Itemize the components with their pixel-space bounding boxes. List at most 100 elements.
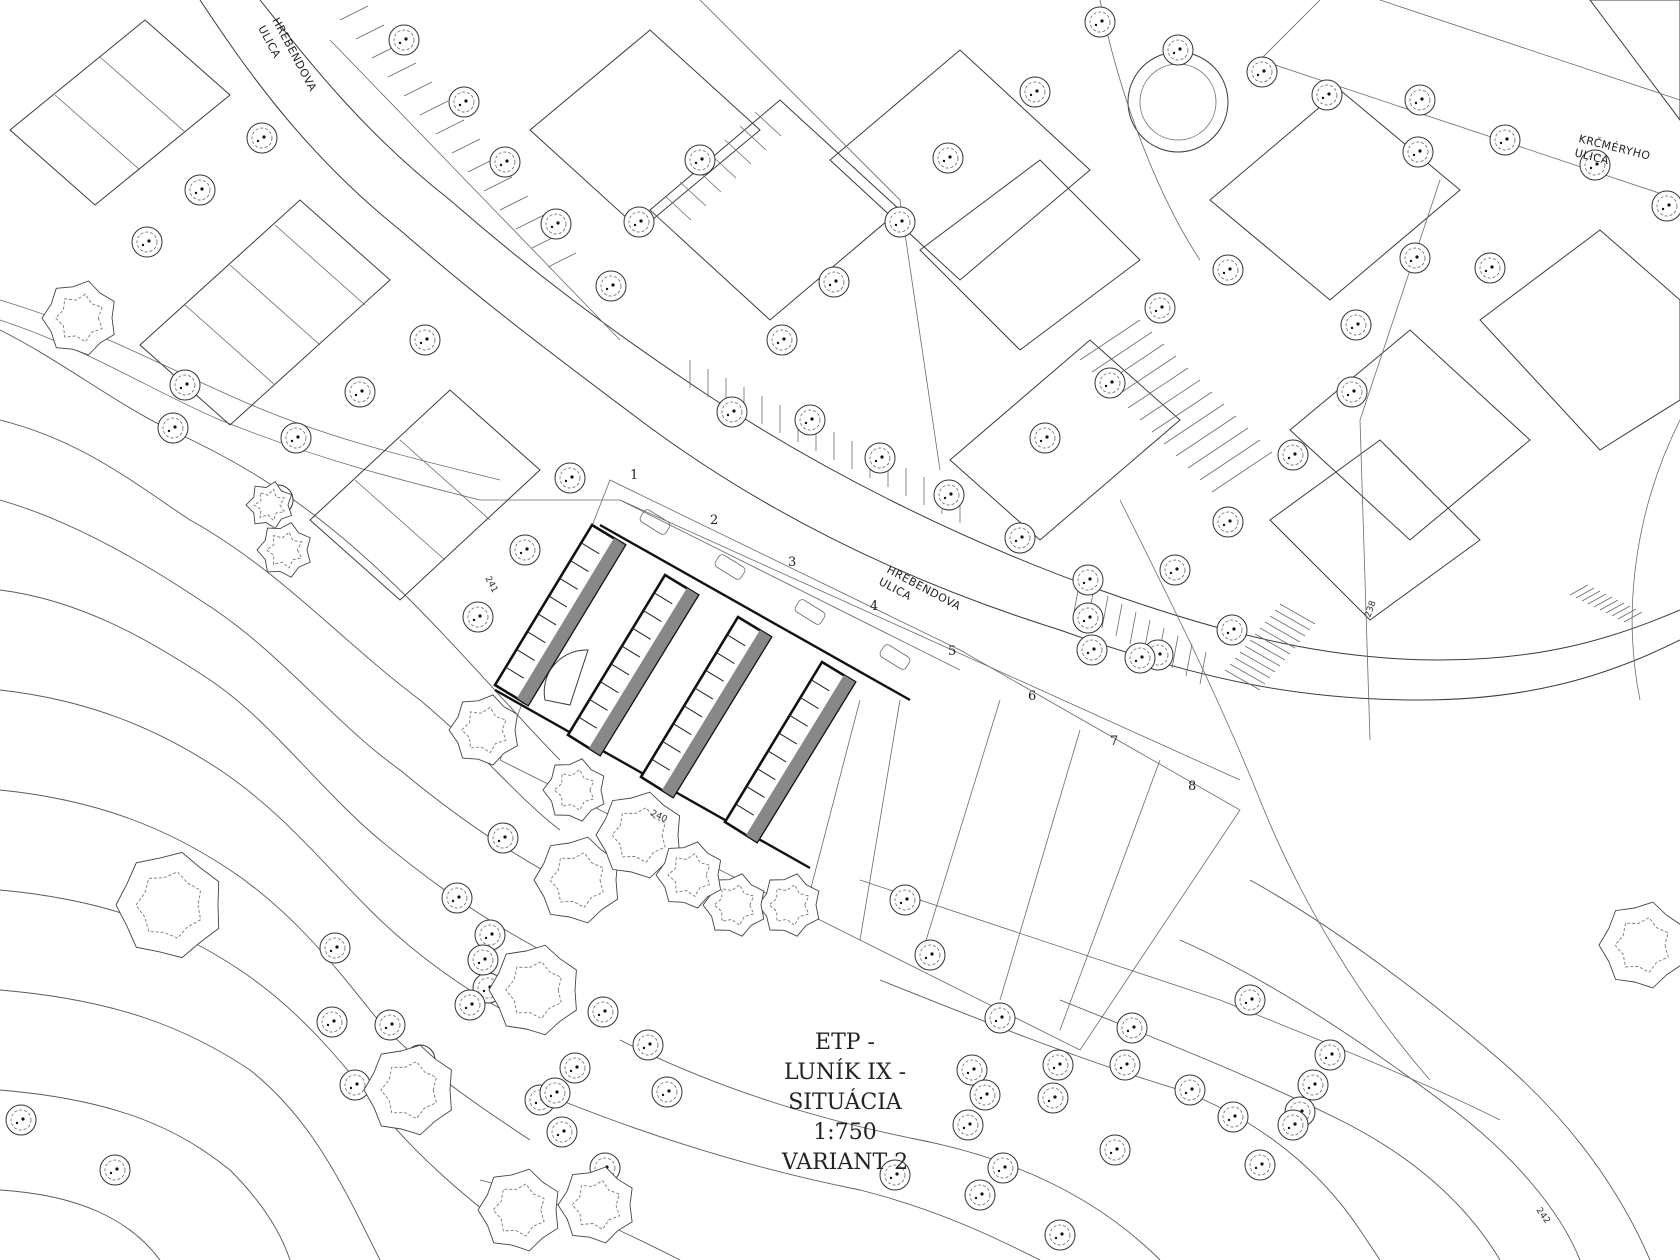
tree-icon (1037, 1082, 1069, 1114)
unit-wall (578, 716, 598, 729)
tree-icon (1399, 242, 1431, 274)
unit-wall (767, 750, 787, 763)
parking-stripe (1151, 391, 1213, 433)
tree-icon (984, 1002, 1016, 1034)
tree-icon (1044, 1219, 1076, 1251)
title-line-2: LUNÍK IX - (783, 1060, 907, 1085)
elevation-label: 241 (482, 575, 499, 595)
unit-wall (673, 723, 692, 736)
tree-icon (1072, 564, 1104, 596)
tree-icon (409, 324, 441, 356)
tree-icon (374, 1009, 406, 1041)
large-tree-icon (542, 758, 605, 822)
tree-icon (879, 1159, 911, 1191)
unit-wall (746, 786, 765, 798)
large-tree-icon (1598, 901, 1680, 989)
existing-buildings (9, 0, 1680, 1081)
unit-wall (621, 645, 641, 658)
tree-icon (559, 1052, 591, 1084)
parking-stalls (339, 5, 1273, 685)
parking-stripe (754, 111, 782, 137)
elevation-label: 242 (1534, 1206, 1552, 1226)
parking-stripe (1101, 595, 1109, 629)
tree-icon (684, 144, 716, 176)
tree-icon (1311, 79, 1343, 111)
tree-icon (1162, 34, 1194, 66)
tree-icon (131, 226, 163, 258)
tree-icon (441, 882, 473, 914)
parcel-number: 8 (1188, 779, 1196, 794)
tree-icon (864, 442, 896, 474)
unit-wall (632, 627, 651, 640)
tree-icon (344, 376, 376, 408)
parking-stripe (1115, 355, 1177, 397)
tree-icon (587, 996, 619, 1028)
unit-wall (778, 732, 798, 745)
crosswalk-stripe (1575, 587, 1595, 599)
crosswalk-stripe (1249, 639, 1286, 661)
unit-wall (662, 741, 681, 753)
tree-icon (539, 1077, 571, 1109)
crosswalk-stripe (1239, 651, 1276, 673)
unit-wall (580, 542, 600, 555)
tree-icon (448, 86, 480, 118)
crosswalk-stripe (1229, 663, 1266, 685)
proposed-site (493, 479, 1241, 1051)
crosswalk-stripe (1617, 608, 1637, 620)
title-line-1: ETP - (815, 1030, 875, 1055)
tree-icon (969, 1079, 1001, 1111)
parking-stripe (483, 176, 513, 192)
tree-icon (964, 1179, 996, 1211)
tree-icon (1084, 6, 1116, 38)
title-block: ETP - LUNÍK IX - SITUÁCIA 1:750 VARIANT … (745, 1028, 945, 1178)
parking-stripe (1185, 643, 1193, 677)
unit-wall (726, 634, 746, 647)
tree-icon (952, 1109, 984, 1141)
parcel-number: 1 (630, 468, 638, 483)
parking-stripe (1127, 367, 1189, 409)
unit-wall (683, 705, 703, 718)
tree-icon (651, 1076, 683, 1108)
parking-stripe (435, 119, 465, 135)
unit-wall (516, 649, 535, 661)
tree-icon (1094, 367, 1126, 399)
parking-stripe (1129, 611, 1137, 645)
tree-icon (595, 270, 627, 302)
tree-icon (554, 462, 586, 494)
parking-stripe (1139, 379, 1201, 421)
tree-icon (956, 1054, 988, 1086)
housing-units (493, 523, 857, 844)
tree-icon (794, 404, 826, 436)
parking-stripe (1171, 635, 1179, 669)
tree-icon (1019, 76, 1051, 108)
parking-stripe (664, 195, 692, 221)
large-tree-icon (477, 1168, 559, 1252)
large-tree-icon (448, 694, 518, 766)
unit-wall (653, 592, 673, 605)
tree-icon (766, 324, 798, 356)
tree-icon (1099, 1134, 1131, 1166)
tree-icon (1314, 1039, 1346, 1071)
crosswalk-stripe (1244, 645, 1281, 667)
tree-icon (1246, 56, 1278, 88)
tree-icon (716, 396, 748, 428)
crosswalk-stripe (1569, 584, 1589, 596)
tree-icon (1159, 554, 1191, 586)
unit-wall (810, 679, 830, 692)
parcel-number: 2 (710, 513, 718, 528)
tree-icon (99, 1154, 131, 1186)
tree-icon (1116, 1012, 1148, 1044)
large-tree-icon (655, 841, 722, 909)
crosswalk-stripe (1234, 657, 1271, 679)
crosswalk-stripe (1623, 611, 1643, 623)
tree-icon (987, 1152, 1019, 1184)
tree-icon (1297, 1069, 1329, 1101)
large-tree-icon (757, 873, 820, 937)
tree-icon (246, 122, 278, 154)
tree-icon (1109, 1049, 1141, 1081)
tree-icon (1336, 376, 1368, 408)
unit-wall (527, 631, 546, 644)
crosswalk-stripe (1587, 593, 1607, 605)
unit-wall (610, 663, 630, 676)
parking-stripe (649, 209, 677, 235)
